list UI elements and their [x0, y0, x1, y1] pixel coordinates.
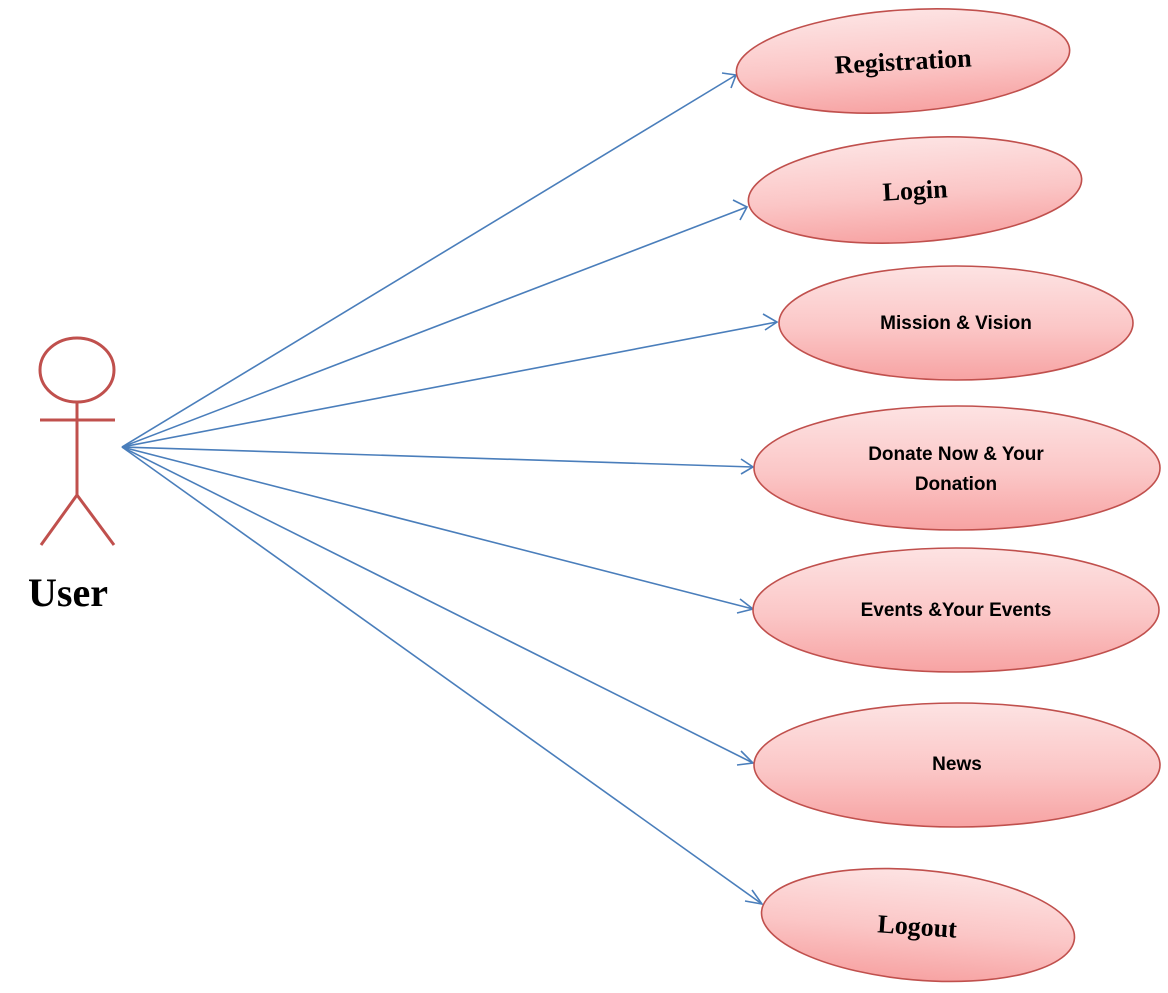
use-case-news-ellipse — [753, 702, 1161, 828]
use-case-mission-vision: Mission & Vision — [778, 265, 1134, 381]
arrowhead-logout — [744, 889, 764, 906]
association-news — [121, 446, 754, 764]
association-registration — [121, 74, 737, 448]
use-case-login-label: Login — [882, 174, 949, 206]
association-donate — [121, 446, 754, 468]
use-case-logout-ellipse — [760, 867, 1076, 983]
use-case-donate-label-line-2: Donation — [915, 474, 997, 495]
use-case-mission-vision-label: Mission & Vision — [880, 313, 1032, 334]
actor-head — [38, 336, 116, 404]
arrowhead-news — [736, 750, 755, 766]
use-case-registration-label: Registration — [834, 43, 973, 79]
actor-label: User — [28, 570, 108, 615]
association-login — [121, 206, 748, 448]
use-case-donate-ellipse — [753, 405, 1161, 531]
arrowhead-registration — [721, 72, 738, 89]
arrowhead-login — [732, 199, 749, 221]
use-case-events: Events &Your Events — [752, 547, 1160, 673]
actor-user: User — [28, 336, 116, 615]
use-case-registration-ellipse — [735, 8, 1071, 114]
association-mission-vision — [121, 321, 778, 448]
use-case-logout-label: Logout — [877, 909, 959, 943]
arrowhead-donate — [740, 458, 755, 475]
use-case-mission-vision-ellipse — [778, 265, 1134, 381]
use-case-donate-label-line-1: Donate Now & Your — [868, 444, 1044, 465]
association-events — [121, 446, 754, 610]
use-case-registration: Registration — [735, 8, 1071, 114]
use-case-login: Login — [747, 136, 1083, 244]
association-logout — [121, 446, 763, 905]
use-case-login-ellipse — [747, 136, 1083, 244]
associations — [121, 72, 779, 906]
actor-right-leg — [75, 494, 116, 546]
arrowhead-mission-vision — [762, 313, 779, 331]
use-case-donate: Donate Now & Your Donation — [753, 405, 1161, 531]
use-case-events-ellipse — [752, 547, 1160, 673]
use-case-news-label: News — [932, 754, 982, 775]
actor-left-leg — [39, 494, 79, 546]
use-case-news: News — [753, 702, 1161, 828]
use-case-events-label: Events &Your Events — [861, 600, 1052, 621]
use-case-logout: Logout — [760, 867, 1076, 983]
